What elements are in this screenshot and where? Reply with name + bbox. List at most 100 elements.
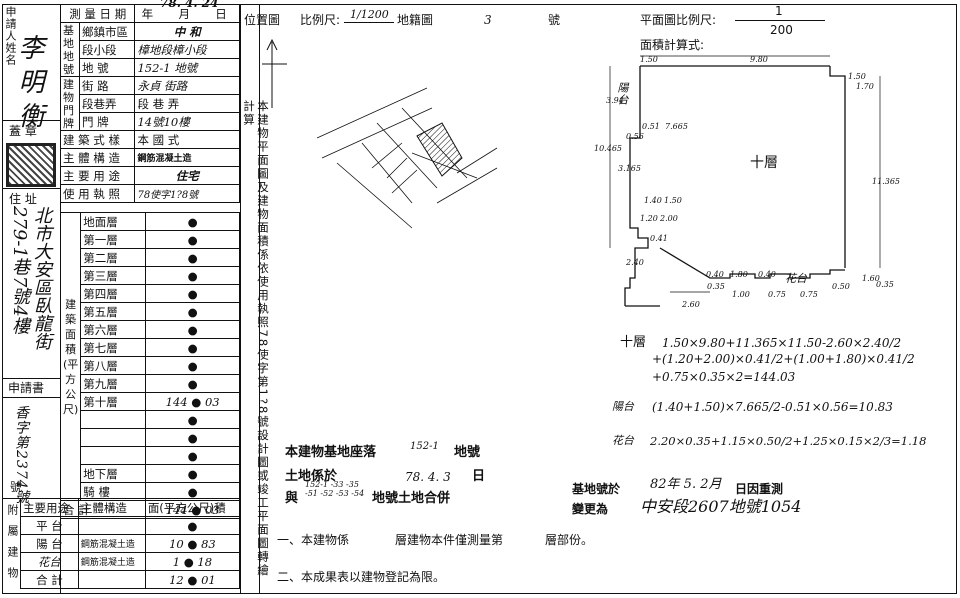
floor-name: 第二層 [80,248,147,267]
appendix-area: ● [144,516,241,535]
month-label: 月 [178,6,196,21]
street-value: 永貞 [137,78,161,93]
middle-divider-left [240,4,241,594]
statement-line1c: 地號 [454,445,481,460]
dimension-label: 0.35 [876,280,894,289]
area-calc-label: 面積計算式: [640,38,705,52]
floor-name [80,428,147,447]
floor-name: 第七層 [80,338,147,357]
base-date: 82年 5. 2月 [650,477,722,492]
dimension-lines [609,55,881,293]
dimension-label: 0.50 [832,282,850,291]
lot-suffix: 地號 [174,60,198,75]
floor-area: ● [145,464,240,483]
cadastral-no: 3 [484,13,492,27]
formula-flower-label: 花台 [612,434,634,447]
lane-label: 段巷弄 [78,94,136,113]
floor-row: 第五層● [61,302,240,321]
street-label: 街 路 [78,76,136,95]
floor-row: 第一層● [61,230,240,249]
flower-plan-label: 花台 [785,272,807,285]
note-2: 二、本成果表以建物登記為限。 [277,570,446,584]
lot-value: 152-1 地號 [134,58,240,77]
floor-name: 第九層 [80,374,147,393]
location-scale-value: 1/1200 [350,8,389,21]
dimension-label: 0.40 [758,270,776,279]
appendix-struct: 鋼筋混凝土造 [77,534,146,553]
floor-name [80,446,147,465]
plan-outline [624,65,846,307]
plan-scale-den: 200 [770,23,793,37]
formula-ten-label: 十層 [620,335,647,350]
row-line [2,188,60,189]
appendix-struct [77,570,146,589]
base-suffix: 日因重測 [735,482,784,496]
dimension-label: 2.00 [660,214,678,223]
floor-name: 第四層 [80,284,147,303]
structure-value: 鋼筋混凝土造 [134,148,240,167]
floor-row: 騎 樓● [61,482,240,501]
appendix-header-use: 主要用途 [20,498,79,517]
appendix-struct [77,516,146,535]
dimension-label: 9.80 [750,55,768,64]
appendix-header-area: 面(平方公尺)積 [144,498,241,517]
floor-row: 地下層● [61,464,240,483]
appendix-use: 合 計 [20,570,79,589]
merge-lots: 152-1 -33 -35 -51 -52 -53 -54 [305,480,365,498]
location-label: 位置圖 [244,13,281,27]
floor-area: ● [145,410,240,429]
appendix-area: 1 ● 18 [144,552,241,571]
floor-row: 第七層● [61,338,240,357]
floor-name: 第一層 [80,230,147,249]
scale-underline [344,22,394,23]
row-line [2,120,60,121]
floor-name: 第十層 [80,392,147,411]
appendix-label: 附屬建物 [6,504,19,588]
floor-name: 第五層 [80,302,147,321]
lot-label: 地 號 [78,58,136,77]
style-value: 本 國 式 [134,130,240,149]
address-value: 北市大安區臥龍街279-1巷7號4樓 [9,206,52,350]
statement-line3b: 地號土地合併 [372,491,451,506]
section-value: 樟地段樟小段 [134,40,240,59]
cadastral-label: 地籍圖 [397,13,434,27]
floor-row: 第六層● [61,320,240,339]
floor-area: 144 ● 03 [145,392,240,411]
application-word: 香字第2374號 [13,405,29,505]
applicant-name: 李明衡 [14,34,44,136]
appendix-use: 花台 [20,552,79,571]
floor-area: ● [145,320,240,339]
floors-table: 建築面積(平方公尺)地面層●第一層●第二層●第三層●第四層●第五層●第六層●第七… [59,212,240,519]
dimension-label: 1.00 [732,290,750,299]
floor-area: ● [145,212,240,231]
day-label: 日 [215,6,233,21]
dimension-label: 1.20 [640,214,658,223]
floor-name: 騎 樓 [80,482,147,501]
street-cell: 永貞 街路 [134,76,240,95]
statement-line3a: 與 [285,491,299,506]
floor-name: 地面層 [80,212,147,231]
floor-area: ● [145,338,240,357]
lane-value: 段 巷 弄 [134,94,240,113]
floor-area: ● [145,302,240,321]
floor-name: 第三層 [80,266,147,285]
statement-line2b: 78. 4. 3 [405,470,451,484]
floor-name: 地下層 [80,464,147,483]
formula-balcony: (1.40+1.50)×7.665/2-0.51×0.56=10.83 [652,400,893,414]
floor-name [80,410,147,429]
appendix-use: 平 台 [20,516,79,535]
applicant-header: 申請人姓名 [4,6,17,66]
dimension-label: 0.40 [706,270,724,279]
statement-line1b: 152-1 [410,441,439,452]
note-1c: 層部份。 [545,533,594,547]
dimension-label: 0.75 [768,290,786,299]
floor-area: ● [145,248,240,267]
street-suffix: 街路 [164,78,188,93]
door-label: 門 牌 [78,112,136,131]
floor-area: ● [145,428,240,447]
appendix-use: 陽 台 [20,534,79,553]
formula-ten-3: +0.75×0.35×2=144.03 [652,370,796,384]
document-frame [2,4,957,594]
